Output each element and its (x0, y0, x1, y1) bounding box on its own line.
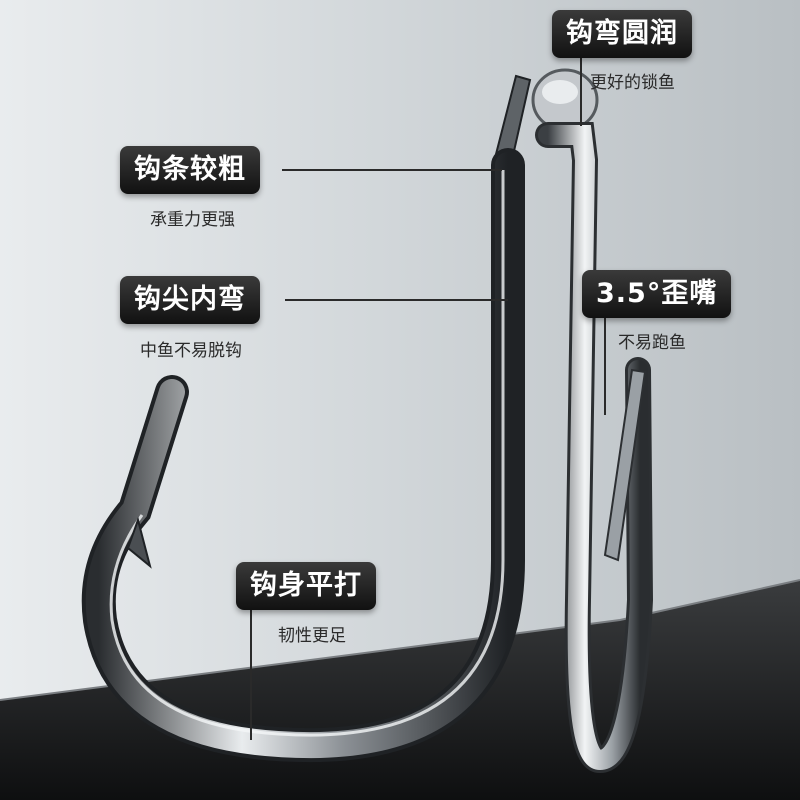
callout-bend-title: 钩弯圆润 (552, 10, 692, 58)
leader-line-point (285, 299, 508, 301)
callout-forged-title: 钩身平打 (236, 562, 376, 610)
callout-offset-title: 3.5°歪嘴 (582, 270, 732, 318)
front-hook (81, 74, 532, 763)
leader-line-bend (580, 56, 582, 126)
callout-bend-subtitle: 更好的锁鱼 (590, 73, 675, 93)
callout-shank-subtitle: 承重力更强 (150, 210, 235, 230)
leader-line-offset (604, 315, 606, 415)
callout-forged-subtitle: 韧性更足 (278, 626, 346, 646)
leader-line-forged (250, 610, 252, 740)
callout-offset-subtitle: 不易跑鱼 (618, 333, 686, 353)
callout-point-title: 钩尖内弯 (120, 276, 260, 324)
leader-line-shank (282, 169, 502, 171)
back-hook (531, 68, 654, 774)
callout-point-subtitle: 中鱼不易脱钩 (140, 341, 242, 361)
callout-shank-title: 钩条较粗 (120, 146, 260, 194)
